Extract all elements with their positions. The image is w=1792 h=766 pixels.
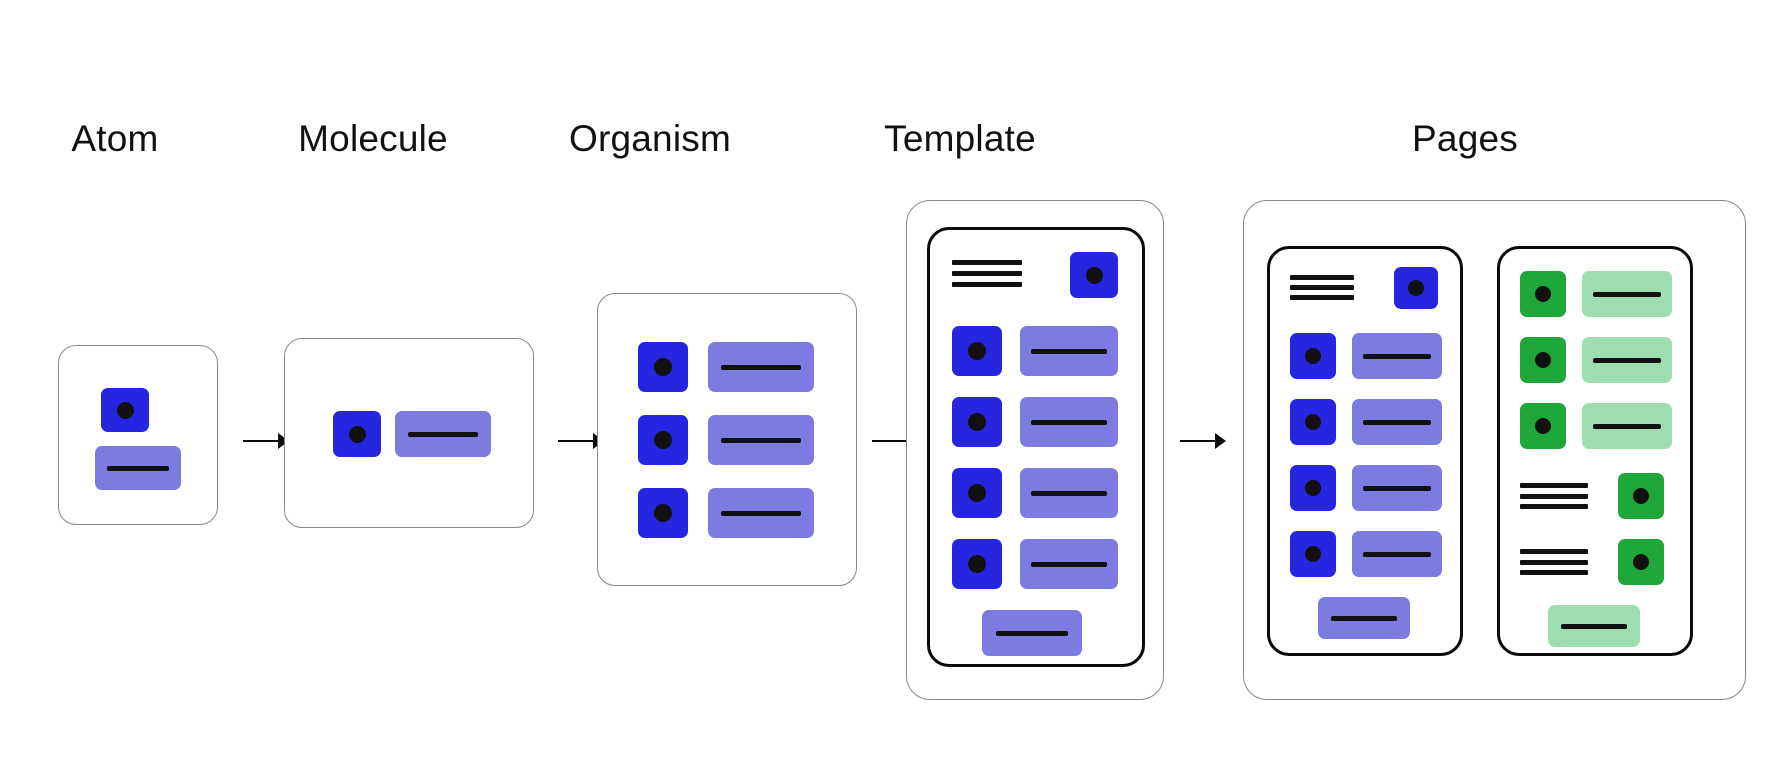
page-blue-row-1[interactable] <box>1270 333 1460 379</box>
page-green-row-3[interactable] <box>1500 403 1690 449</box>
template-row-4-icon[interactable] <box>952 539 1002 589</box>
page-green-row-3-icon[interactable] <box>1520 403 1566 449</box>
organism-row-3-bar[interactable] <box>708 488 814 538</box>
organism-row-2[interactable] <box>598 415 856 465</box>
page-blue-row-2-icon[interactable] <box>1290 399 1336 445</box>
page-green-row-1[interactable] <box>1500 271 1690 317</box>
page-blue-hamburger-icon[interactable] <box>1290 275 1354 300</box>
page-blue-row-3[interactable] <box>1270 465 1460 511</box>
template-row-4[interactable] <box>930 539 1142 589</box>
page-blue-row-3-icon[interactable] <box>1290 465 1336 511</box>
stage-label-molecule: Molecule <box>298 118 448 159</box>
molecule-icon[interactable] <box>333 411 381 457</box>
organism-row-1-icon[interactable] <box>638 342 688 392</box>
template-row-3-icon[interactable] <box>952 468 1002 518</box>
atom-bar-swatch[interactable] <box>95 446 181 490</box>
organism-row-2-bar[interactable] <box>708 415 814 465</box>
atom-card[interactable] <box>58 345 218 525</box>
page-blue-screen[interactable] <box>1267 246 1463 656</box>
molecule-card[interactable] <box>284 338 534 528</box>
template-row-1-bar[interactable] <box>1020 326 1118 376</box>
page-blue-row-4-icon[interactable] <box>1290 531 1336 577</box>
stage-label-organism: Organism <box>569 118 731 159</box>
template-row-2-icon[interactable] <box>952 397 1002 447</box>
template-row-2[interactable] <box>930 397 1142 447</box>
page-blue-cta-button[interactable] <box>1318 597 1410 639</box>
pages-outer-frame[interactable] <box>1243 200 1746 700</box>
template-outer-frame[interactable] <box>906 200 1164 700</box>
template-row-3[interactable] <box>930 468 1142 518</box>
template-row-1-icon[interactable] <box>952 326 1002 376</box>
page-green-list-2-icon[interactable] <box>1618 539 1664 585</box>
page-green-list-1-icon[interactable] <box>1618 473 1664 519</box>
page-blue-row-3-bar[interactable] <box>1352 465 1442 511</box>
molecule-bar[interactable] <box>395 411 491 457</box>
page-blue-row-4-bar[interactable] <box>1352 531 1442 577</box>
template-row-2-bar[interactable] <box>1020 397 1118 447</box>
template-cta-button[interactable] <box>982 610 1082 656</box>
organism-row-1-bar[interactable] <box>708 342 814 392</box>
page-green-row-1-bar[interactable] <box>1582 271 1672 317</box>
organism-row-3[interactable] <box>598 488 856 538</box>
stage-label-template: Template <box>884 118 1036 159</box>
organism-row-3-icon[interactable] <box>638 488 688 538</box>
arrow-right-icon-atom-molecule <box>243 430 289 452</box>
page-green-row-3-bar[interactable] <box>1582 403 1672 449</box>
template-row-1[interactable] <box>930 326 1142 376</box>
organism-card[interactable] <box>597 293 857 586</box>
page-blue-row-1-icon[interactable] <box>1290 333 1336 379</box>
arrow-right-icon-template-pages <box>1180 430 1226 452</box>
organism-row-1[interactable] <box>598 342 856 392</box>
template-row-3-bar[interactable] <box>1020 468 1118 518</box>
page-green-list-1[interactable] <box>1500 473 1690 519</box>
page-green-list-2[interactable] <box>1500 539 1690 585</box>
page-blue-row-4[interactable] <box>1270 531 1460 577</box>
template-row-4-bar[interactable] <box>1020 539 1118 589</box>
atom-icon-swatch[interactable] <box>101 388 149 432</box>
page-blue-header-icon[interactable] <box>1394 267 1438 309</box>
page-green-hamburger-icon-2[interactable] <box>1520 549 1588 575</box>
template-header-icon[interactable] <box>1070 252 1118 298</box>
page-blue-row-1-bar[interactable] <box>1352 333 1442 379</box>
page-blue-row-2-bar[interactable] <box>1352 399 1442 445</box>
page-green-hamburger-icon-1[interactable] <box>1520 483 1588 509</box>
page-green-screen[interactable] <box>1497 246 1693 656</box>
page-green-cta-button[interactable] <box>1548 605 1640 647</box>
template-hamburger-icon[interactable] <box>952 260 1022 287</box>
page-blue-row-2[interactable] <box>1270 399 1460 445</box>
organism-row-2-icon[interactable] <box>638 415 688 465</box>
stage-label-atom: Atom <box>71 118 159 159</box>
page-green-row-1-icon[interactable] <box>1520 271 1566 317</box>
page-green-row-2-bar[interactable] <box>1582 337 1672 383</box>
template-device-screen[interactable] <box>927 227 1145 667</box>
page-green-row-2[interactable] <box>1500 337 1690 383</box>
page-green-row-2-icon[interactable] <box>1520 337 1566 383</box>
stage-label-pages: Pages <box>1412 118 1518 159</box>
